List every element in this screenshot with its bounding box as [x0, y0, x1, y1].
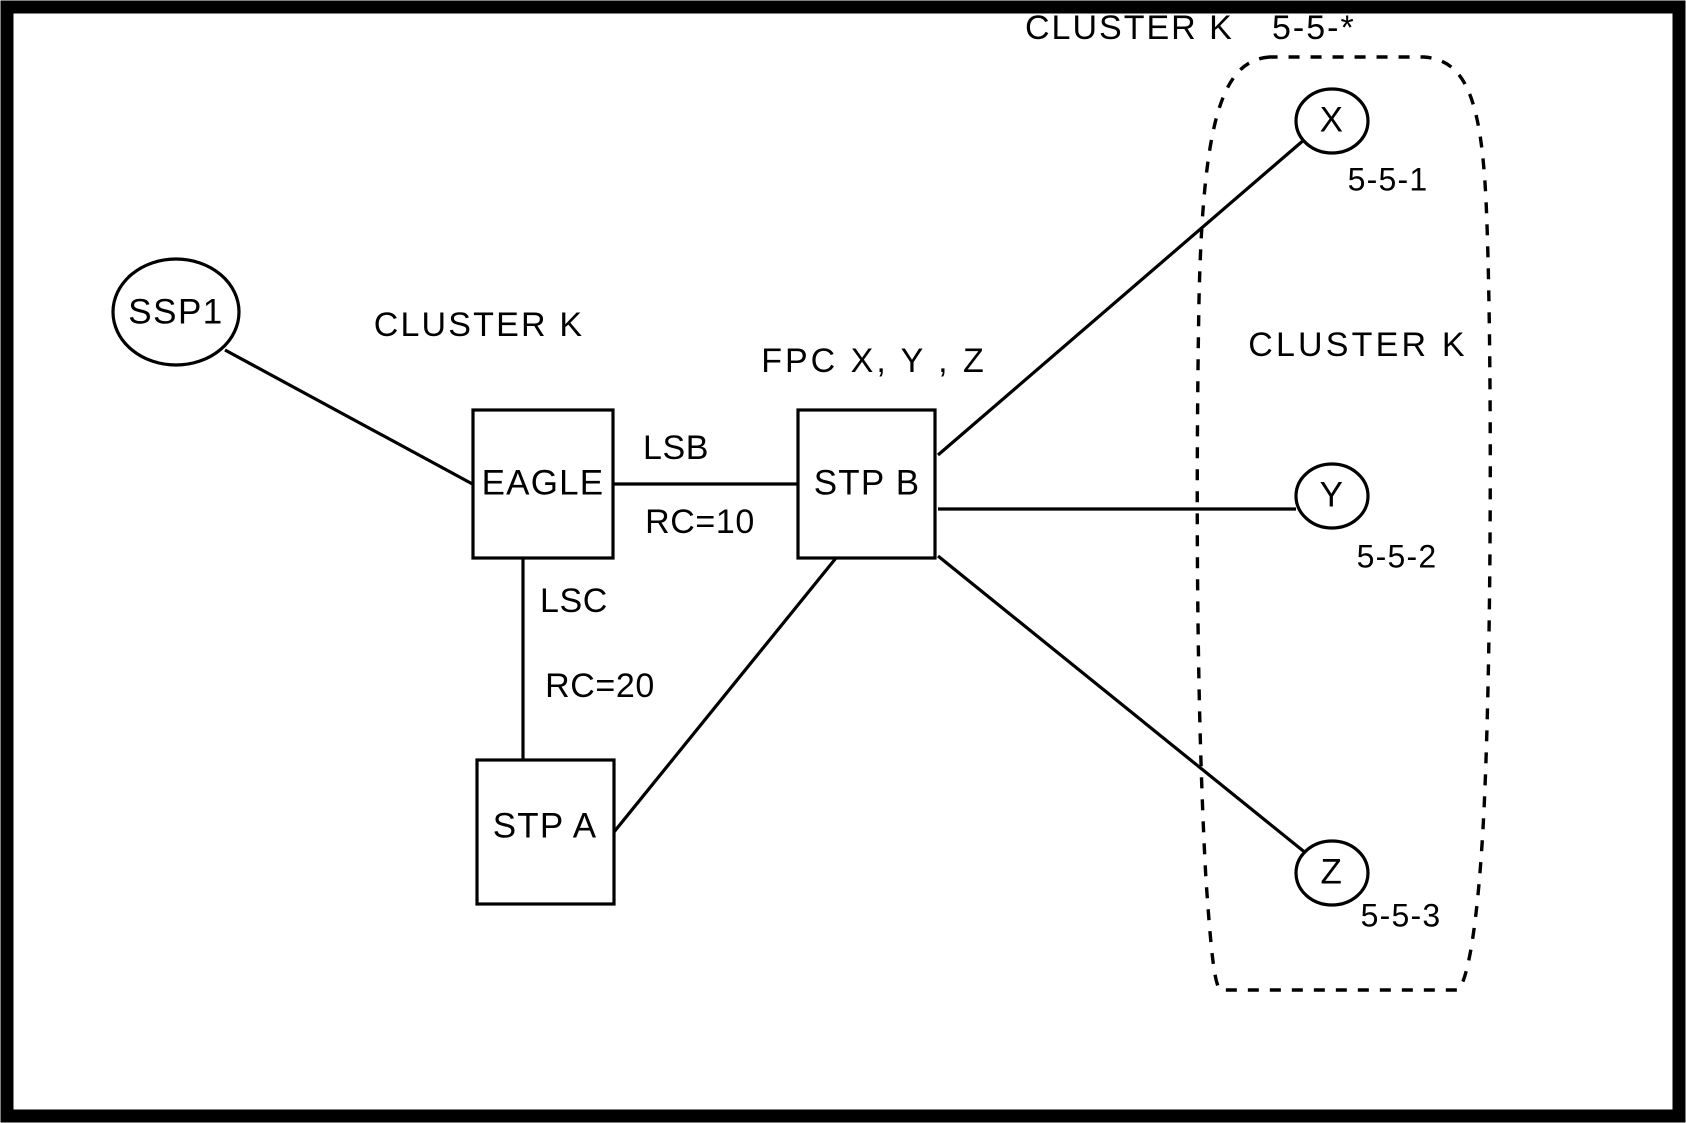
node-eagle[interactable]: EAGLE [471, 408, 615, 560]
node-y[interactable]: Y [1294, 462, 1370, 530]
link-label-lsc: LSC [540, 582, 608, 620]
node-z-label: Z [1321, 852, 1344, 891]
caption-left-cluster: CLUSTER K [374, 306, 585, 344]
link-label-lsb: LSB [643, 429, 709, 467]
point-code-x: 5-5-1 [1348, 161, 1429, 197]
cluster-boundary-dashed [1195, 55, 1492, 992]
node-eagle-label: EAGLE [482, 463, 605, 502]
node-stpa[interactable]: STP A [475, 758, 616, 906]
link-label-rc20: RC=20 [545, 667, 655, 705]
caption-right-cluster: CLUSTER K [1248, 326, 1468, 364]
link-ssp1-eagle [224, 348, 479, 489]
caption-top-point-code: 5-5-* [1272, 9, 1356, 47]
node-x-shape [1294, 87, 1370, 155]
node-stpb-shape [796, 408, 937, 560]
node-eagle-shape [471, 408, 615, 560]
point-code-y: 5-5-2 [1357, 538, 1438, 574]
node-ssp1-label: SSP1 [128, 292, 224, 331]
link-stpb-stpa [612, 556, 838, 834]
link-stpb-z [936, 554, 1309, 856]
node-stpa-label: STP A [493, 806, 598, 845]
node-stpb[interactable]: STP B [796, 408, 937, 560]
node-y-shape [1294, 462, 1370, 530]
node-x-label: X [1320, 100, 1345, 139]
caption-fpc: FPC X, Y , Z [761, 342, 987, 380]
link-label-rc10: RC=10 [645, 503, 755, 541]
point-code-z: 5-5-3 [1361, 897, 1442, 933]
caption-top-cluster: CLUSTER K [1025, 9, 1234, 47]
node-stpa-shape [475, 758, 616, 906]
node-x[interactable]: X [1294, 87, 1370, 155]
node-ssp1-shape [111, 257, 241, 367]
node-z[interactable]: Z [1294, 839, 1370, 907]
node-ssp1[interactable]: SSP1 [111, 257, 241, 367]
node-stpb-label: STP B [814, 463, 921, 502]
link-stpb-x [936, 137, 1307, 457]
node-y-label: Y [1320, 475, 1345, 514]
node-z-shape [1294, 839, 1370, 907]
